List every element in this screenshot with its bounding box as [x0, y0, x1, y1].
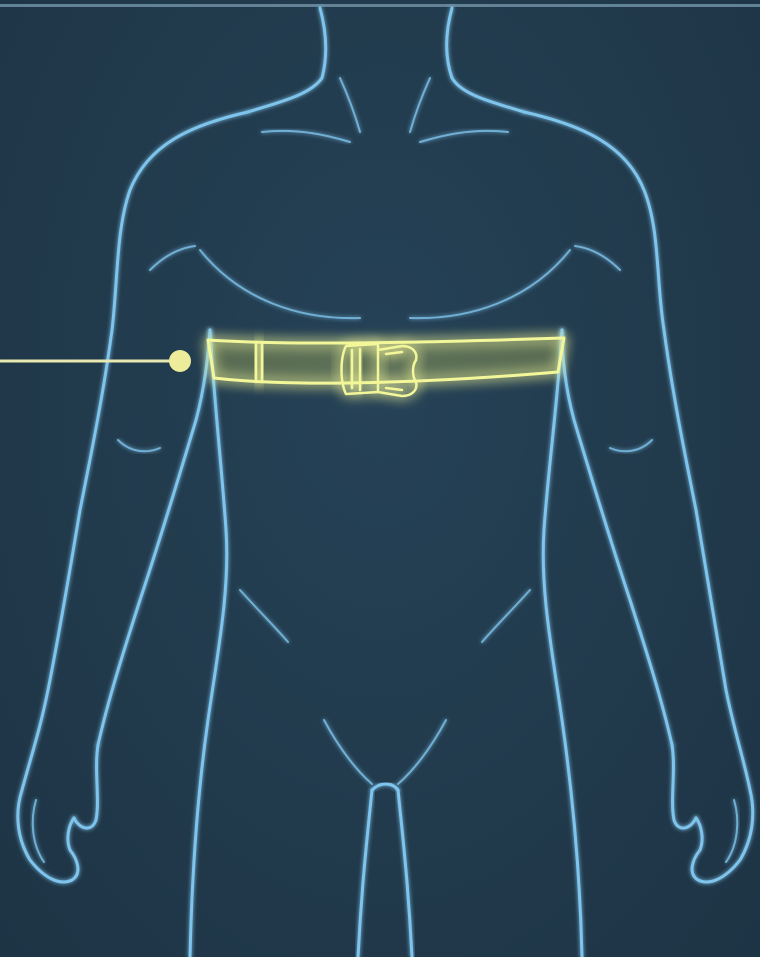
right-hand-finger	[672, 745, 696, 828]
left-arm-outline	[18, 112, 248, 882]
right-groin-line	[398, 720, 446, 784]
right-inner-arm	[562, 330, 672, 745]
chest-strap	[208, 338, 564, 396]
left-bicep-line	[150, 246, 195, 270]
right-hand-thumb	[726, 800, 737, 862]
left-hand-thumb	[33, 800, 44, 862]
right-arm-outline	[524, 112, 753, 882]
right-inner-leg	[398, 790, 412, 957]
right-clavicle	[420, 131, 508, 142]
left-inner-arm	[98, 330, 210, 745]
left-elbow-line	[118, 440, 160, 451]
left-hand-finger	[74, 745, 98, 828]
left-clavicle	[262, 131, 350, 142]
left-hip-line	[240, 590, 288, 642]
right-bicep-line	[575, 246, 620, 270]
neck-right-outline	[447, 8, 524, 112]
right-hip-line	[482, 590, 530, 642]
left-pectoral	[200, 250, 360, 318]
left-neck-muscle	[340, 78, 360, 132]
neck-left-outline	[248, 8, 326, 112]
right-elbow-line	[610, 440, 652, 451]
right-neck-muscle	[410, 78, 430, 132]
left-groin-line	[324, 720, 372, 784]
pointer-dot	[169, 350, 191, 372]
right-pectoral	[410, 250, 570, 318]
left-inner-leg	[358, 790, 372, 957]
crotch-outline	[372, 784, 398, 790]
